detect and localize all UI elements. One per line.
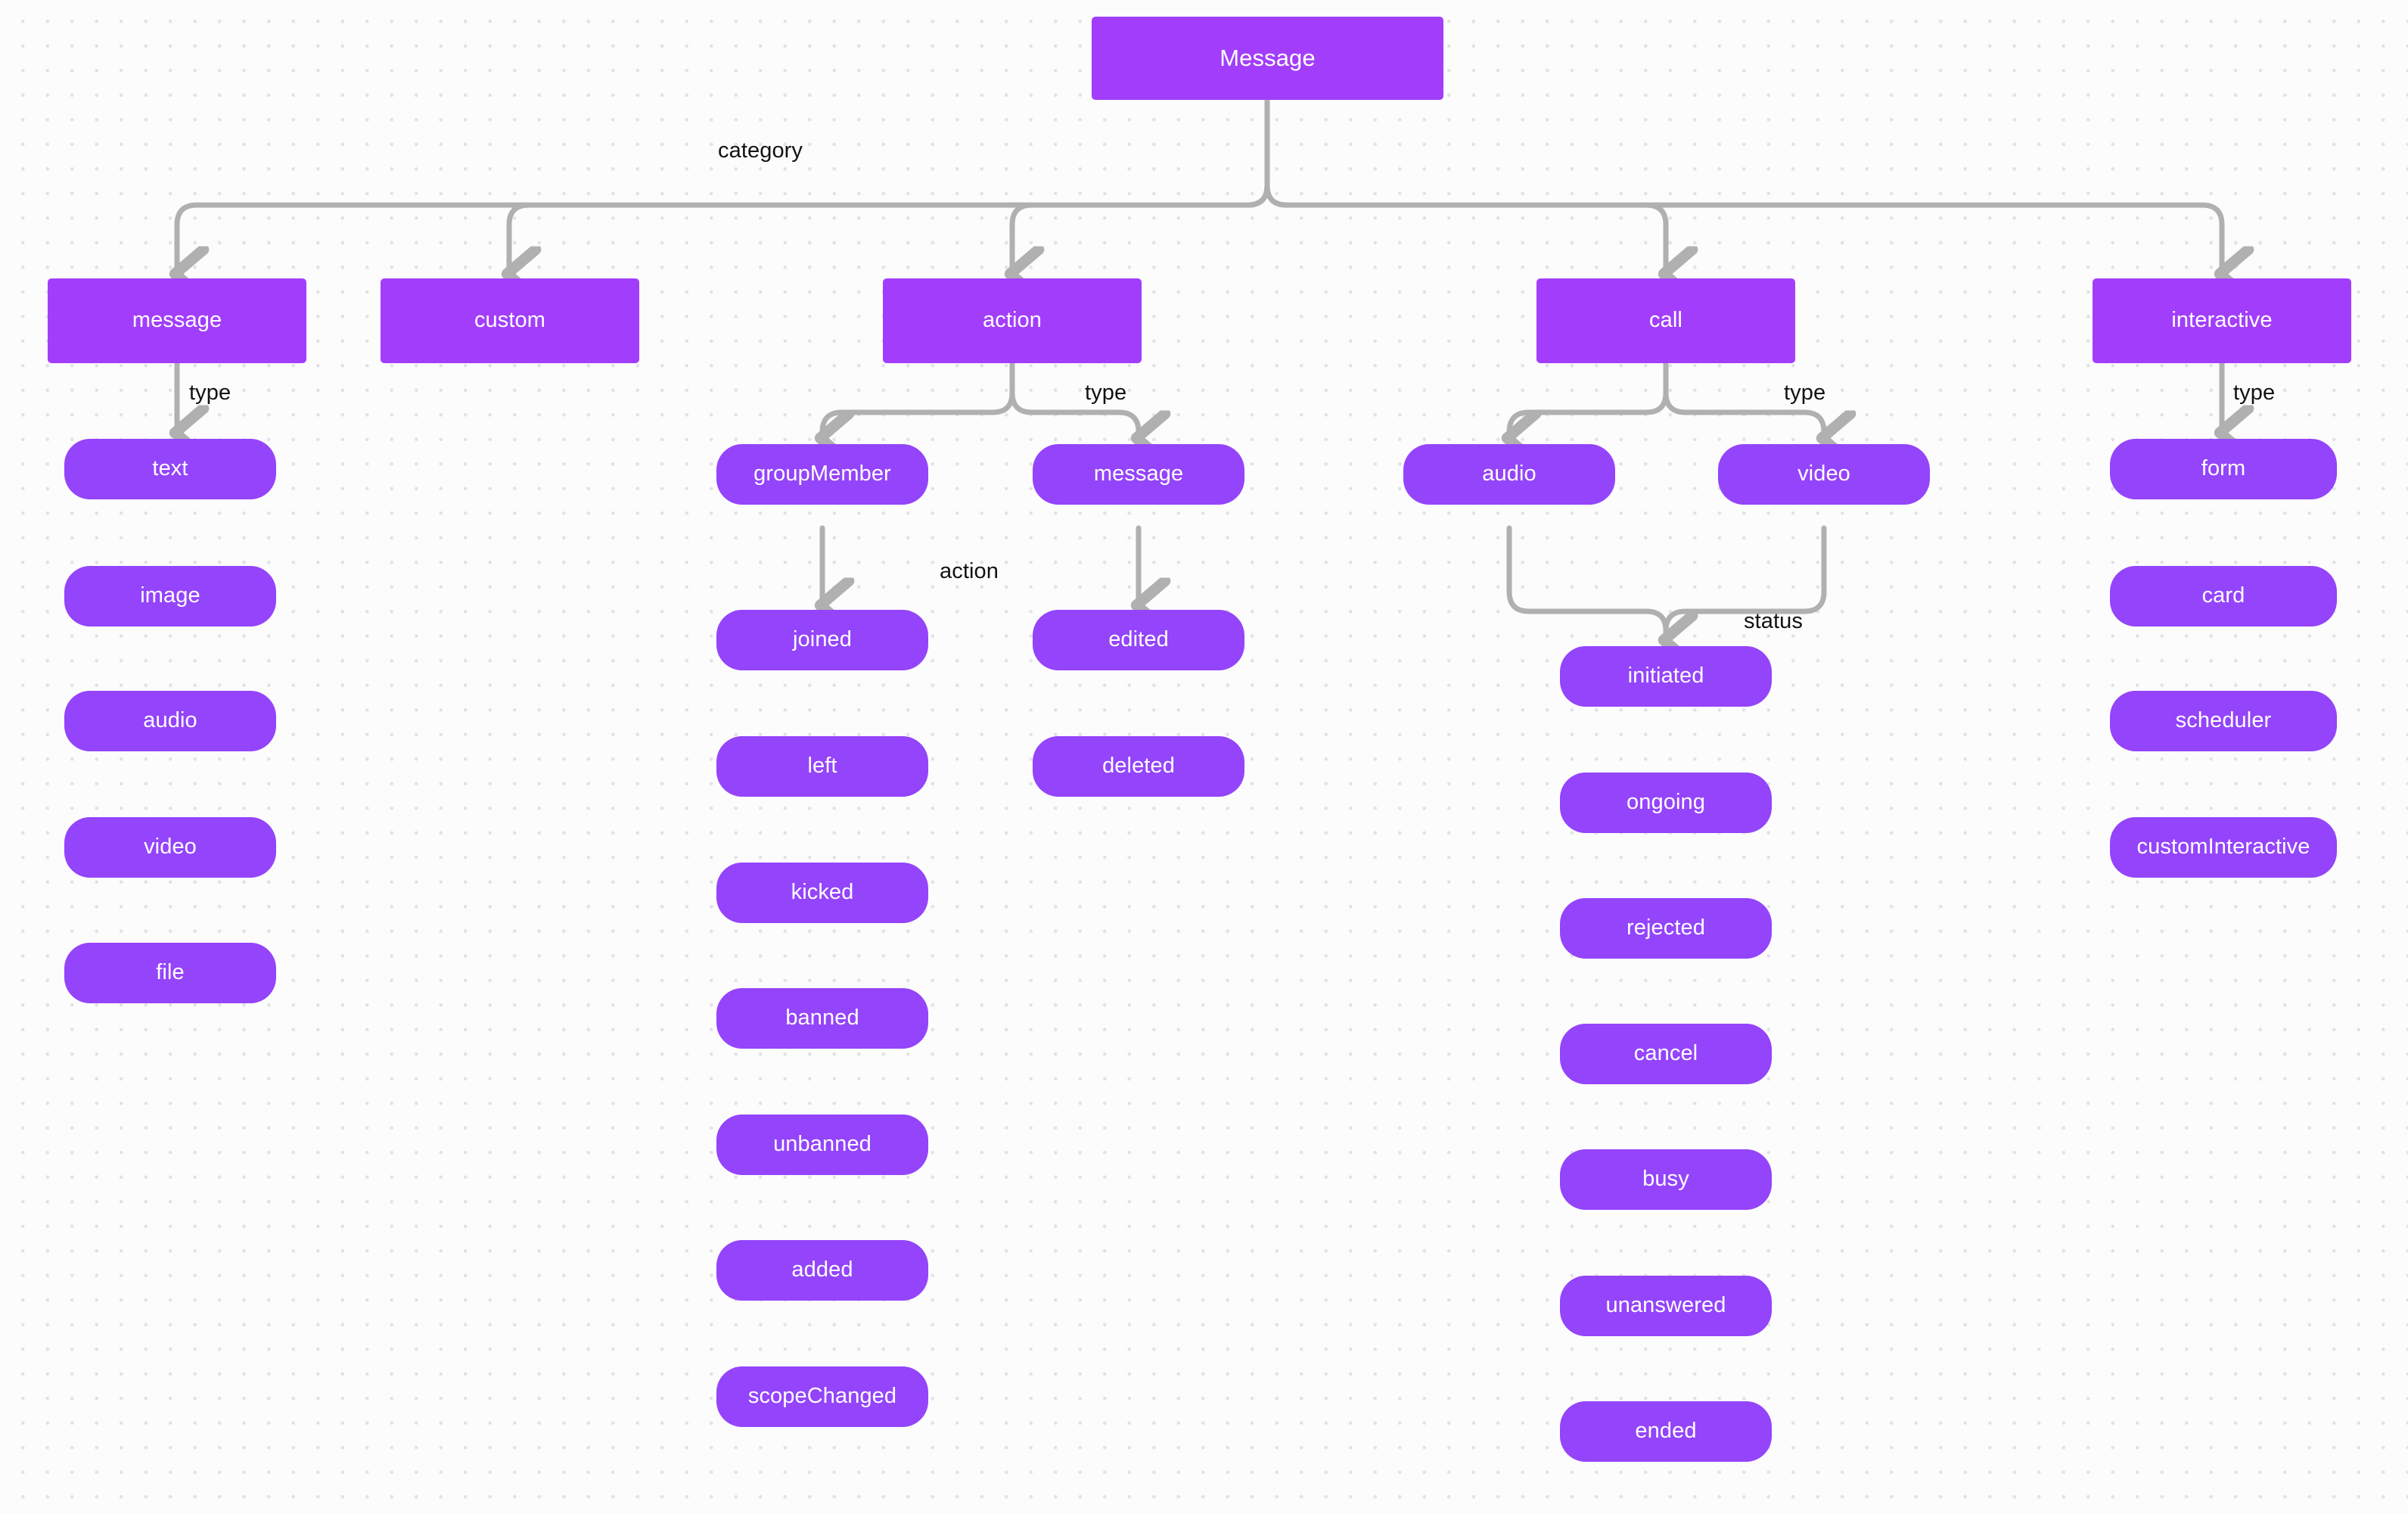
node-groupmember-action-joined[interactable]: joined [716, 610, 928, 670]
node-interactive-type-scheduler[interactable]: scheduler [2110, 691, 2337, 751]
node-call-status-ended[interactable]: ended [1560, 1401, 1772, 1462]
edge-label-status: status [1744, 609, 1803, 633]
node-message-type-text[interactable]: text [64, 439, 276, 499]
node-category-action[interactable]: action [883, 278, 1142, 363]
node-category-interactive[interactable]: interactive [2093, 278, 2351, 363]
node-message-type-audio[interactable]: audio [64, 691, 276, 751]
node-root-message[interactable]: Message [1092, 17, 1443, 100]
edge-label-type-interactive: type [2233, 381, 2276, 405]
edge-label-type-message: type [189, 381, 231, 405]
node-call-status-unanswered[interactable]: unanswered [1560, 1276, 1772, 1336]
node-category-call[interactable]: call [1536, 278, 1795, 363]
node-message-type-video[interactable]: video [64, 817, 276, 878]
node-call-status-cancel[interactable]: cancel [1560, 1024, 1772, 1084]
node-message-action-edited[interactable]: edited [1033, 610, 1244, 670]
node-call-status-busy[interactable]: busy [1560, 1149, 1772, 1210]
node-groupmember-action-scopechanged[interactable]: scopeChanged [716, 1366, 928, 1427]
node-category-message[interactable]: message [48, 278, 306, 363]
node-call-status-initiated[interactable]: initiated [1560, 646, 1772, 707]
edge-label-action: action [940, 559, 999, 583]
node-groupmember-action-unbanned[interactable]: unbanned [716, 1115, 928, 1175]
node-groupmember-action-banned[interactable]: banned [716, 988, 928, 1049]
node-interactive-type-card[interactable]: card [2110, 566, 2337, 626]
node-action-type-groupmember[interactable]: groupMember [716, 444, 928, 505]
node-message-type-file[interactable]: file [64, 943, 276, 1003]
edge-label-category: category [718, 138, 803, 163]
node-interactive-type-form[interactable]: form [2110, 439, 2337, 499]
node-groupmember-action-added[interactable]: added [716, 1240, 928, 1301]
node-call-status-ongoing[interactable]: ongoing [1560, 773, 1772, 833]
node-message-type-image[interactable]: image [64, 566, 276, 626]
edge-label-type-call: type [1784, 381, 1826, 405]
node-category-custom[interactable]: custom [381, 278, 639, 363]
node-message-action-deleted[interactable]: deleted [1033, 736, 1244, 797]
node-call-type-video[interactable]: video [1718, 444, 1930, 505]
node-interactive-type-custominteractive[interactable]: customInteractive [2110, 817, 2337, 878]
node-call-status-rejected[interactable]: rejected [1560, 898, 1772, 959]
node-groupmember-action-kicked[interactable]: kicked [716, 863, 928, 923]
node-groupmember-action-left[interactable]: left [716, 736, 928, 797]
node-call-type-audio[interactable]: audio [1403, 444, 1615, 505]
edge-label-type-action: type [1085, 381, 1127, 405]
node-action-type-message[interactable]: message [1033, 444, 1244, 505]
